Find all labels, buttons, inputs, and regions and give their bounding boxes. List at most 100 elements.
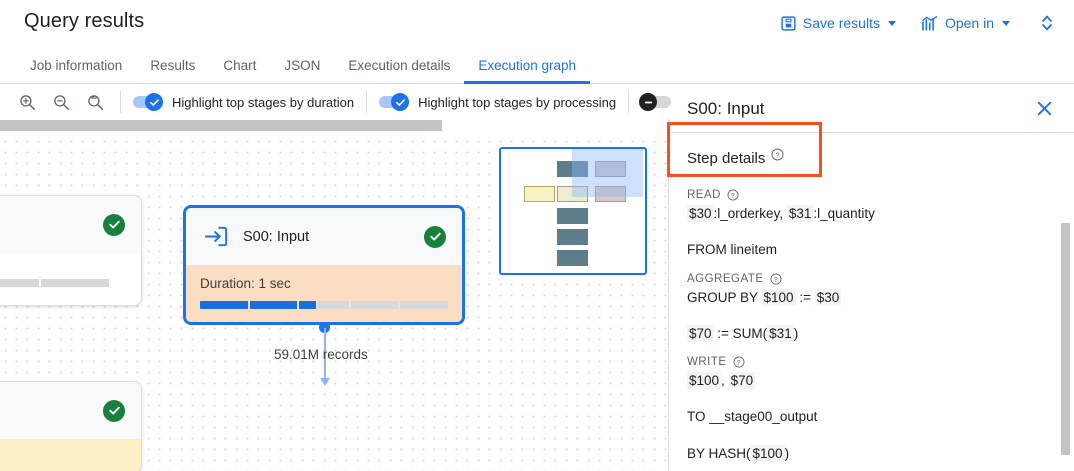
horizontal-scrollbar[interactable] [0,119,680,133]
graph-node-s00[interactable]: S00: Input Duration: 1 sec [183,205,465,325]
bar-chart-icon [922,15,938,31]
minimap-node [557,186,588,202]
node-header [0,382,141,439]
status-success-icon [103,213,125,236]
help-circle-icon[interactable]: ? [770,273,782,285]
help-circle-icon[interactable]: ? [771,148,784,161]
graph-node-partial-bottom[interactable] [0,381,142,471]
progress-segment [350,301,399,309]
toggle-knob [391,93,410,111]
help-circle-icon[interactable]: ? [727,189,739,201]
minimap-node [557,208,588,224]
progress-segment [400,301,448,309]
graph-node-partial-top[interactable] [0,195,142,306]
svg-text:?: ? [776,150,780,159]
progress-segment [317,301,349,309]
toggle-label: Highlight top stages by duration [172,94,355,110]
token: $100 [750,444,785,462]
panel-scrollbar-thumb[interactable] [1061,223,1070,455]
progress-segment [0,279,39,287]
progress-segment [200,301,248,309]
zoom-reset-icon[interactable] [82,89,108,115]
expand-collapse-button[interactable] [1034,9,1060,37]
status-success-icon [103,399,125,422]
toggle-knob [145,93,163,111]
toggle-switch[interactable] [379,93,410,111]
zoom-out-icon[interactable] [48,89,74,115]
toolbar-divider [628,91,630,113]
minimap-node [595,186,626,202]
tab-execution-details[interactable]: Execution details [334,46,464,84]
section-label-text: WRITE [687,356,727,368]
toggle-third[interactable] [639,93,672,111]
save-results-label: Save results [802,15,880,31]
open-in-label: Open in [944,15,994,31]
tab-results[interactable]: Results [136,46,209,84]
token: $31 [767,324,794,342]
section-line: GROUP BY $100 := $30 [687,288,842,306]
node-body [0,439,141,471]
toggle-highlight-processing[interactable]: Highlight top stages by processing [379,93,617,111]
tab-json[interactable]: JSON [270,46,334,84]
help-circle-icon[interactable]: ? [733,356,745,368]
step-details-panel: S00: Input Step details ? READ? $30:l_ord… [668,85,1074,471]
token: $100 [687,372,722,389]
minimap-node [524,186,555,202]
tab-execution-graph[interactable]: Execution graph [464,46,590,84]
horizontal-scrollbar-thumb[interactable] [0,120,442,131]
minimap-content [501,149,645,273]
close-icon[interactable] [1030,95,1058,123]
panel-divider [669,132,1074,133]
toolbar-divider [366,91,368,113]
token: $100 [761,288,796,306]
save-icon [781,15,796,31]
tabs: Job information Results Chart JSON Execution… [0,46,1074,84]
section-line: $30:l_orderkey, $31:l_quantity [687,205,875,222]
tab-chart[interactable]: Chart [209,46,270,84]
zoom-in-icon[interactable] [14,89,40,115]
minimap-node [557,229,588,245]
open-in-button[interactable]: Open in [920,11,1012,35]
execution-graph-canvas[interactable]: 59.01M records S00: Input Duration: 1 se… [0,119,680,471]
progress-segment [249,301,298,309]
toggle-highlight-duration[interactable]: Highlight top stages by duration [133,93,355,111]
edge-label-records: 59.01M records [274,347,368,362]
tab-job-information[interactable]: Job information [16,46,136,84]
edge-arrow-icon [319,378,330,386]
step-details-heading: Step details ? [687,133,1056,177]
svg-text:?: ? [736,360,740,367]
toolbar-divider [120,91,121,113]
section-line: $70 := SUM($31) [687,324,799,342]
minimap-node [557,161,588,177]
toggle-switch[interactable] [133,93,163,111]
section-line: FROM lineitem [687,242,778,258]
section-label-text: READ [687,189,721,201]
svg-text:?: ? [773,276,777,283]
token: $30 [687,205,714,222]
token: $30 [814,288,842,306]
minimap-node [595,161,626,177]
tab-label: Execution details [348,57,451,73]
minimap-viewport[interactable] [572,149,643,197]
section-label-write: WRITE? [687,356,1056,368]
save-results-button[interactable]: Save results [779,11,898,35]
toggle-label: Highlight top stages by processing [418,94,617,110]
progress-bar [200,301,448,309]
panel-title: S00: Input [687,98,765,118]
page-title: Query results [24,10,145,32]
node-body [0,253,141,305]
tab-label: Chart [223,57,257,73]
toggle-switch[interactable] [639,93,672,111]
panel-body: Step details ? READ? $30:l_orderkey, $31:… [669,133,1074,464]
section-line: BY HASH($100) [687,444,790,462]
section-line: $100, $70 [687,372,756,389]
node-header [0,196,141,253]
section-label-read: READ? [687,189,1056,201]
step-details-label: Step details [687,150,766,167]
chevron-down-icon [1002,20,1010,26]
graph-minimap[interactable] [499,147,647,275]
tab-label: Results [150,57,196,73]
tab-label: Job information [30,57,123,73]
